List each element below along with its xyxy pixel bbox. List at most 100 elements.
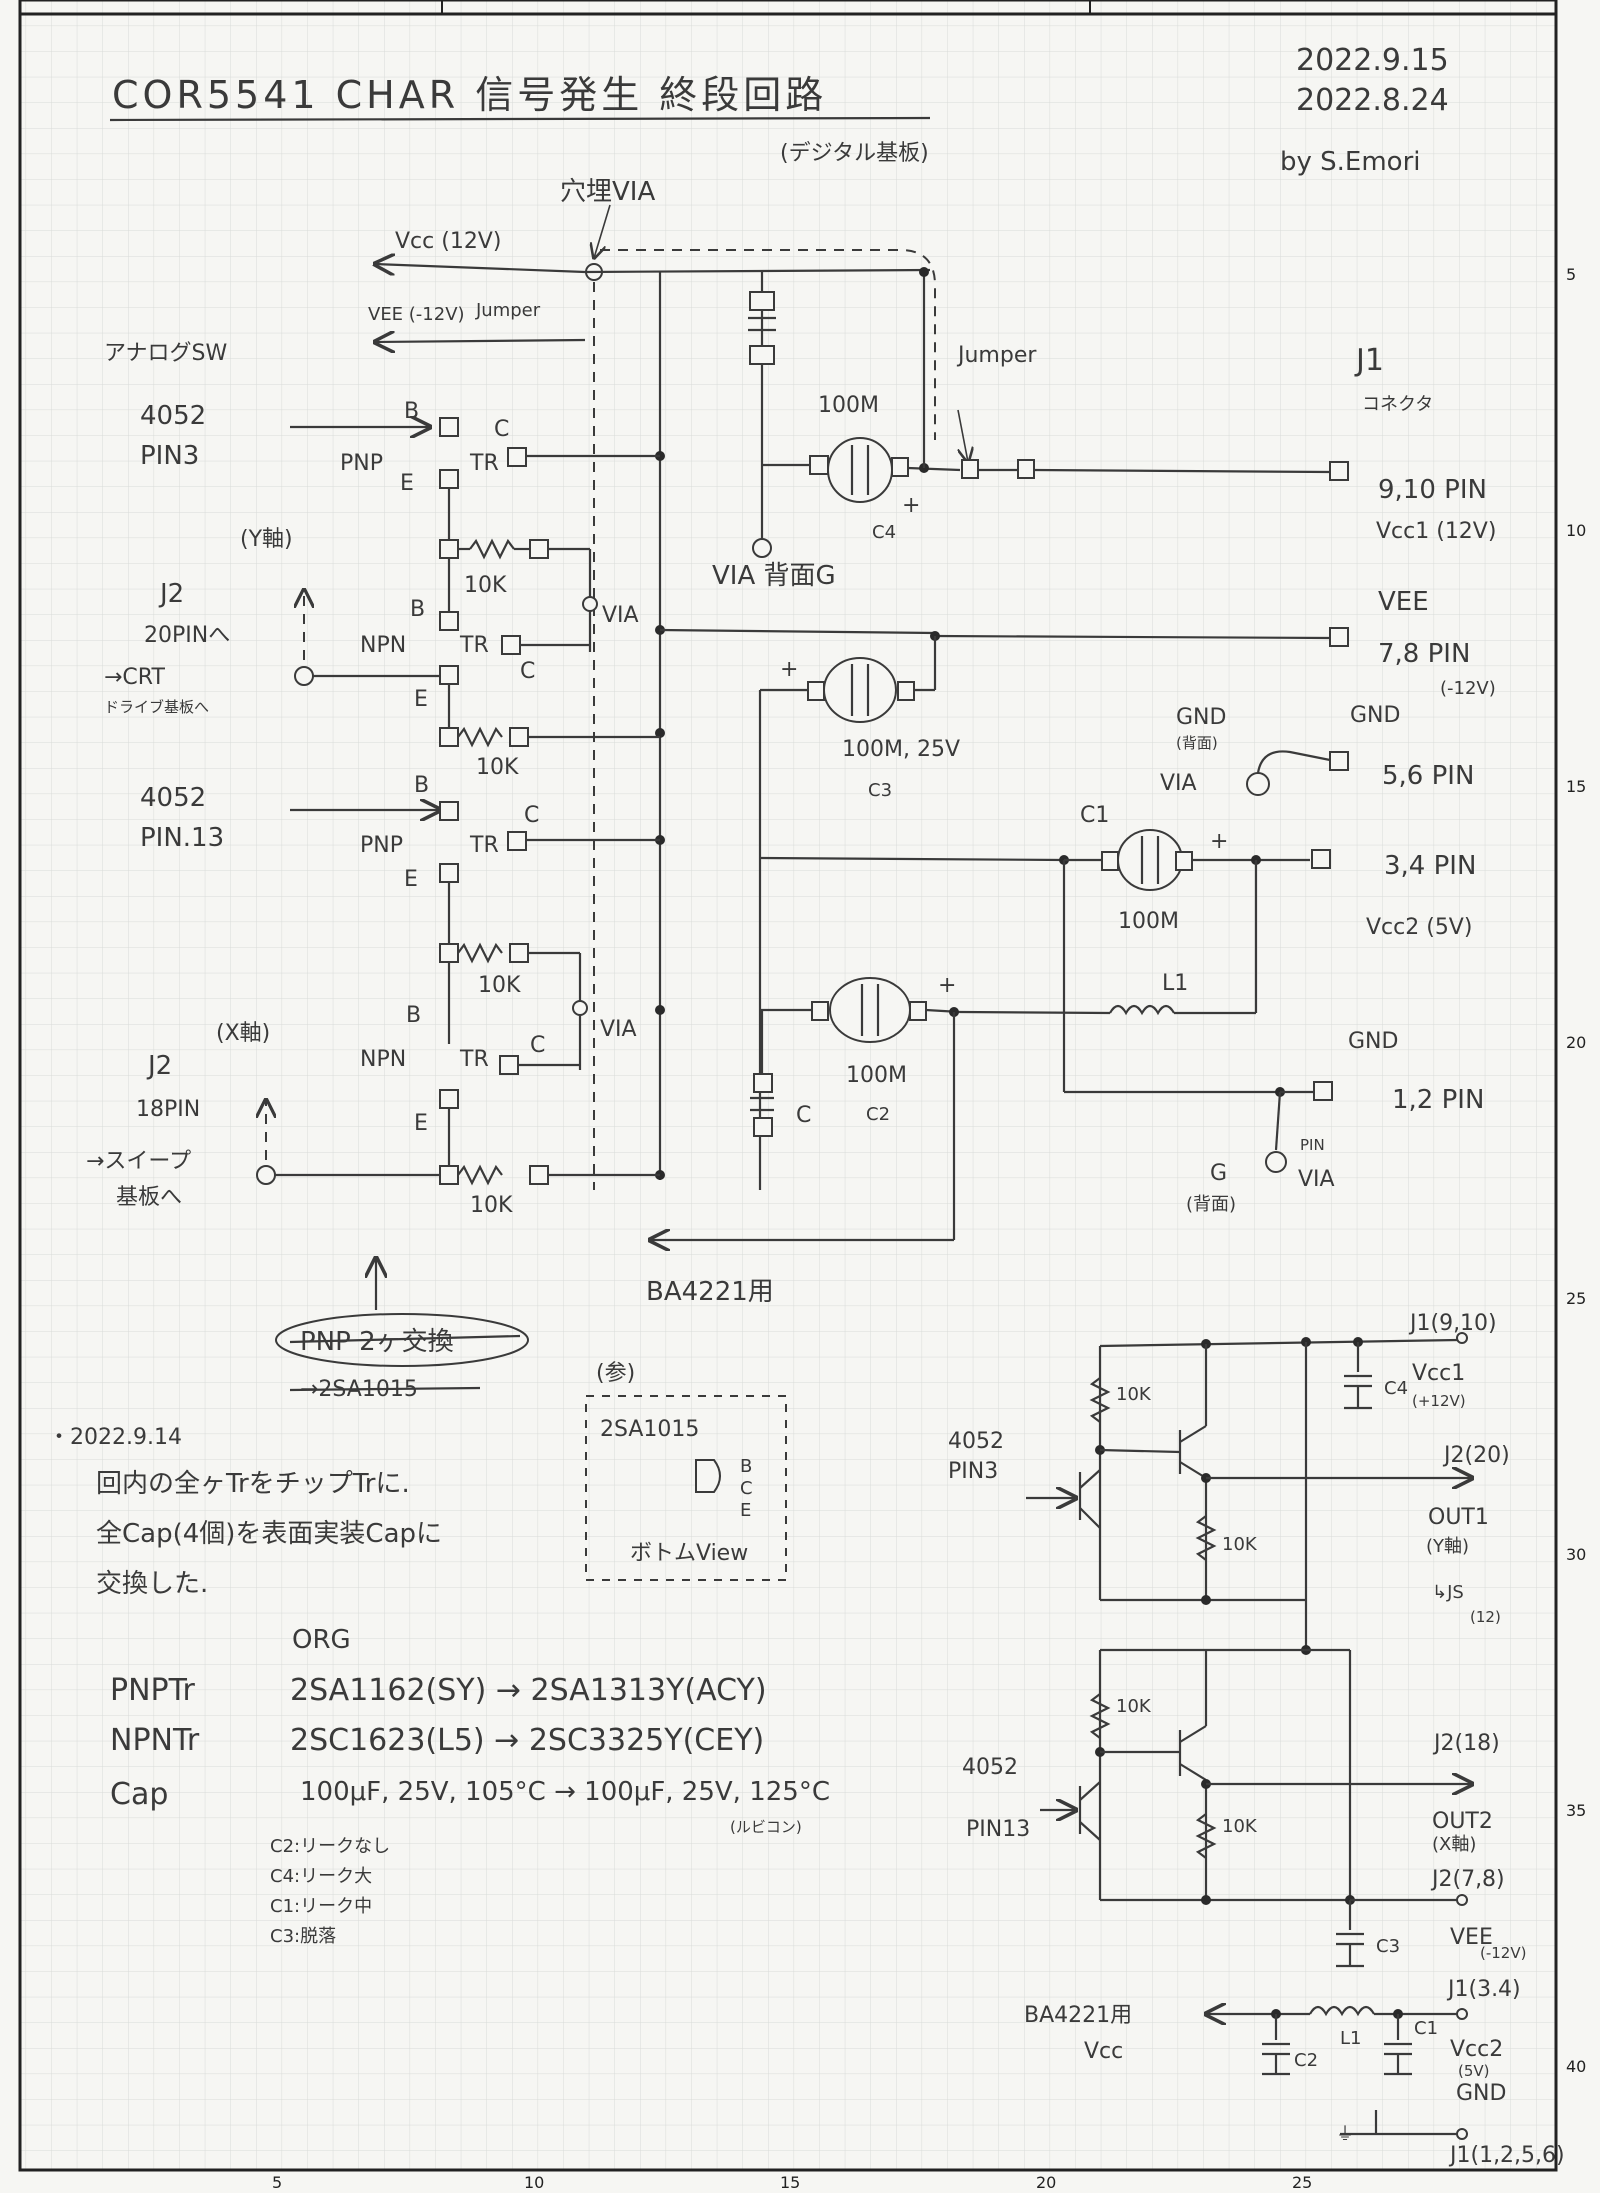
lower-r2-label: 10K bbox=[1222, 1534, 1258, 1555]
maker-note: (ルビコン) bbox=[730, 1818, 802, 1836]
notes-date: ・2022.9.14 bbox=[48, 1425, 182, 1450]
via-label-1: VIA bbox=[602, 603, 639, 628]
lower-c4: C4 bbox=[1384, 1378, 1408, 1399]
vee-j1-label: VEE bbox=[1378, 587, 1429, 617]
c-small-label: C bbox=[796, 1103, 811, 1128]
vcc-label: Vcc (12V) bbox=[395, 229, 501, 254]
r10k-2-label: 10K bbox=[476, 755, 519, 780]
lower-vcc1: Vcc1 bbox=[1412, 1361, 1465, 1386]
jumper-dashed-top bbox=[600, 249, 936, 440]
tr3-e-label: E bbox=[404, 867, 418, 892]
leak-c4: C4:リーク大 bbox=[270, 1866, 372, 1887]
j2-y-to: →CRT bbox=[104, 665, 165, 690]
lower-r3-label: 10K bbox=[1116, 1696, 1152, 1717]
tick-label: 20 bbox=[1036, 2173, 1056, 2192]
tr1-label: TR bbox=[469, 451, 499, 476]
leak-c3: C3:脱落 bbox=[270, 1926, 336, 1947]
lower-vcc1-v: (+12V) bbox=[1412, 1392, 1466, 1410]
ref-view: ボトムView bbox=[630, 1541, 748, 1566]
j2-y-label: J2 bbox=[158, 579, 184, 609]
row-val-npn: 2SC1623(L5) → 2SC3325Y(CEY) bbox=[290, 1723, 764, 1758]
via-top-label: 穴埋VIA bbox=[560, 177, 655, 207]
c4-name: C4 bbox=[872, 522, 896, 543]
gnd2-label: GND bbox=[1348, 1029, 1398, 1054]
sheet-border bbox=[18, 0, 1558, 2172]
j2-x-to: →スイープ bbox=[86, 1149, 191, 1174]
gnd-back-label: GND bbox=[1176, 705, 1226, 730]
svg-text:+: + bbox=[780, 657, 798, 682]
j1-pin-5-6 bbox=[1329, 751, 1349, 771]
pin-5-6-label: 5,6 PIN bbox=[1382, 761, 1474, 791]
tick-label: 15 bbox=[780, 2173, 800, 2192]
c3-value: 100M, 25V bbox=[842, 737, 960, 762]
j1-pin-3-4 bbox=[1311, 849, 1331, 869]
c1-capacitor bbox=[1117, 829, 1183, 891]
tick-label: 10 bbox=[524, 2173, 544, 2192]
tick-label: 5 bbox=[1566, 265, 1576, 284]
tr4-label: TR bbox=[459, 1047, 489, 1072]
vcc2-label: Vcc2 (5V) bbox=[1366, 915, 1472, 940]
c3-capacitor bbox=[823, 657, 897, 723]
row-key-cap: Cap bbox=[110, 1777, 168, 1812]
l1-label: L1 bbox=[1162, 971, 1188, 996]
j2-20-terminal bbox=[294, 666, 314, 686]
svg-text:+: + bbox=[902, 493, 920, 518]
j2-18-terminal bbox=[256, 1165, 276, 1185]
lower-j1-gnd: J1(1,2,5,6) bbox=[1448, 2143, 1565, 2168]
lower-j2-18: J2(18) bbox=[1432, 1731, 1500, 1756]
tr3-b-label: B bbox=[414, 773, 429, 798]
lower-r2 bbox=[1195, 1515, 1217, 1561]
c2-name: C2 bbox=[866, 1104, 890, 1125]
subtitle: (デジタル基板) bbox=[780, 141, 929, 166]
r10k-2 bbox=[457, 726, 503, 748]
tr1-c-label: C bbox=[494, 417, 509, 442]
tr4-e-label: E bbox=[414, 1111, 428, 1136]
lower-vee: VEE bbox=[1450, 1925, 1493, 1950]
j2-x-label: J2 bbox=[146, 1051, 172, 1081]
ref-pin-e: E bbox=[740, 1500, 751, 1521]
revision-notes: ・2022.9.14 回内の全ヶTrをチップTrに. 全Cap(4個)を表面実装… bbox=[48, 1361, 830, 1947]
j2-y-board: ドライブ基板へ bbox=[104, 698, 209, 716]
via2-label: VIA bbox=[1160, 771, 1197, 796]
lower-out2: OUT2 bbox=[1432, 1809, 1493, 1834]
org-label: ORG bbox=[292, 1625, 351, 1655]
lower-in-top-1: 4052 bbox=[948, 1429, 1004, 1454]
lower-l1 bbox=[1309, 2005, 1375, 2017]
input-y-4052: 4052 bbox=[140, 401, 206, 431]
c2-value: 100M bbox=[846, 1063, 907, 1088]
pin-7-8-label: 7,8 PIN bbox=[1378, 639, 1470, 669]
tick-label: 5 bbox=[272, 2173, 282, 2192]
g-back-sub: (背面) bbox=[1186, 1194, 1236, 1215]
c4-capacitor bbox=[827, 437, 893, 503]
pin-1-2-label: 1,2 PIN bbox=[1392, 1085, 1484, 1115]
lower-j2-78: J2(7,8) bbox=[1430, 1867, 1505, 1892]
lower-c1: C1 bbox=[1414, 2018, 1438, 2039]
grid-ticks-bottom: 5 10 15 20 25 bbox=[272, 2173, 1312, 2192]
lower-schematic: J1(9,10) Vcc1 (+12V) C4 10K 4052 PIN3 10… bbox=[948, 1311, 1565, 2168]
row-key-npn: NPNTr bbox=[110, 1723, 200, 1758]
lower-r4-label: 10K bbox=[1222, 1816, 1258, 1837]
ref-pin-c: C bbox=[740, 1478, 753, 1499]
tr1-type: PNP bbox=[340, 451, 383, 476]
tick-label: 30 bbox=[1566, 1545, 1586, 1564]
tr4-b-label: B bbox=[406, 1003, 421, 1028]
lower-gnd: GND bbox=[1456, 2081, 1506, 2106]
r10k-4-label: 10K bbox=[470, 1193, 513, 1218]
page-title: COR5541 CHAR 信号発生 終段回路 bbox=[112, 73, 827, 117]
y-axis-label: (Y軸) bbox=[240, 527, 293, 552]
svg-text:+: + bbox=[1210, 829, 1228, 854]
c4-value: 100M bbox=[818, 393, 879, 418]
c2-capacitor bbox=[829, 977, 911, 1043]
ref-title: (参) bbox=[596, 1361, 635, 1386]
grid-ticks-right: 5 10 15 20 25 30 35 40 bbox=[1566, 265, 1586, 2076]
tr1-e-label: E bbox=[400, 471, 414, 496]
to92-icon bbox=[695, 1459, 721, 1493]
grid-paper bbox=[20, 0, 1556, 2170]
ba4221-label: BA4221用 bbox=[646, 1277, 774, 1307]
input-x-4052: 4052 bbox=[140, 783, 206, 813]
lower-out1-axis: (Y軸) bbox=[1426, 1536, 1469, 1557]
lower-vcc: Vcc bbox=[1084, 2039, 1123, 2064]
lower-c2: C2 bbox=[1294, 2050, 1318, 2071]
j1-pin-1-2 bbox=[1313, 1081, 1333, 1101]
notes-line-3: 交換した. bbox=[96, 1569, 208, 1599]
